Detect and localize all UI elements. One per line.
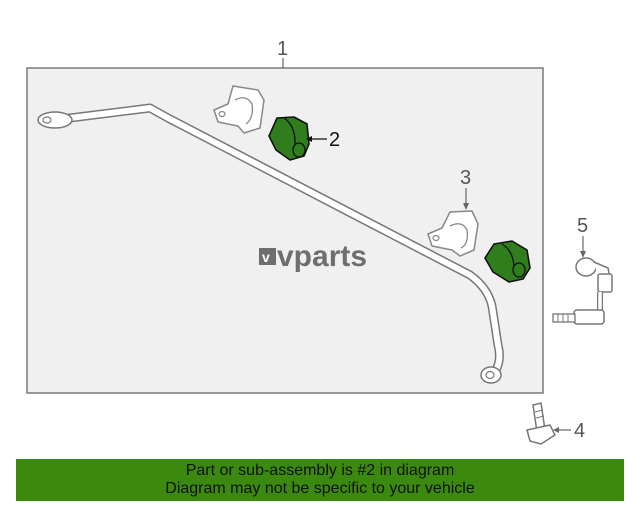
callout-3-arrowhead — [463, 203, 469, 210]
info-banner: Part or sub-assembly is #2 in diagram Di… — [16, 459, 624, 501]
banner-line-1: Part or sub-assembly is #2 in diagram — [185, 462, 455, 479]
callout-4-arrowhead — [553, 427, 559, 433]
svg-text:v: v — [262, 249, 270, 265]
bracket-icon[interactable] — [213, 85, 265, 134]
banner-line-2: Diagram may not be specific to your vehi… — [165, 480, 475, 497]
stabilizer-bar-icon[interactable] — [37, 103, 504, 384]
callout-2-arrowhead — [306, 136, 312, 142]
stabilizer-link-icon[interactable] — [552, 257, 613, 325]
bushing-icon[interactable] — [484, 240, 531, 283]
callout-1[interactable]: 1 — [277, 38, 288, 60]
callout-2[interactable]: 2 — [329, 129, 340, 151]
bushing-icon[interactable] — [268, 116, 310, 161]
vparts-logo: v vparts — [259, 240, 367, 273]
callout-5[interactable]: 5 — [577, 215, 588, 237]
callout-4[interactable]: 4 — [574, 420, 585, 442]
bolt-icon[interactable] — [526, 402, 556, 445]
callout-3[interactable]: 3 — [460, 167, 471, 189]
callout-5-arrowhead — [580, 251, 586, 258]
bracket-icon[interactable] — [427, 210, 479, 257]
svg-text:vparts: vparts — [277, 240, 367, 273]
